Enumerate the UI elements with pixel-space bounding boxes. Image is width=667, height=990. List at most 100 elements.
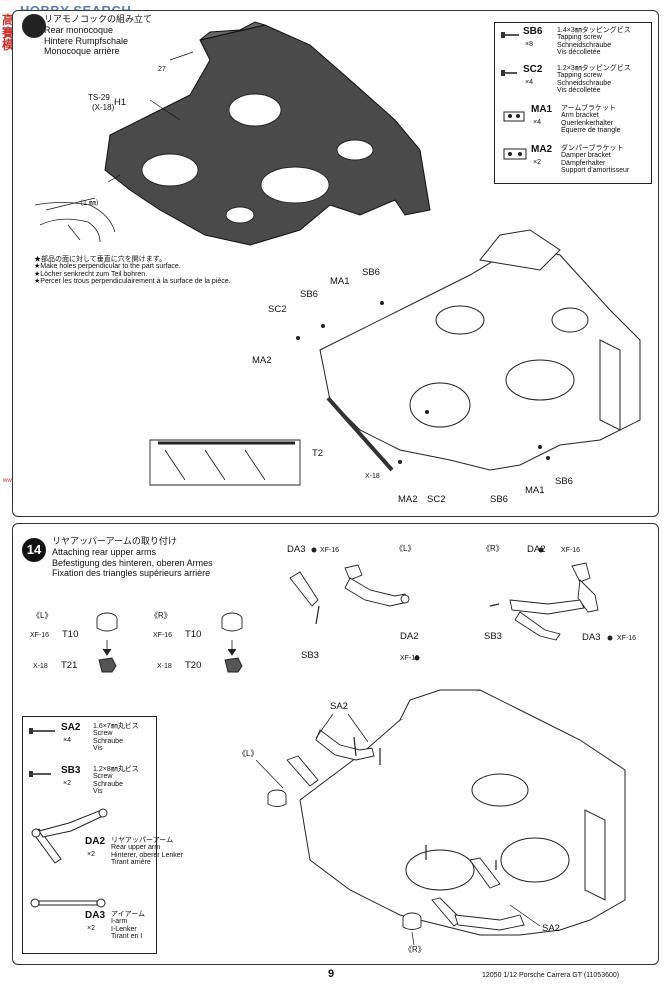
desc-line: Screw — [93, 773, 113, 781]
part-callout-t10: T10 — [62, 629, 79, 640]
damper-bracket-icon — [503, 148, 527, 160]
part-callout-ma2: MA2 — [252, 355, 272, 366]
step-13-illustration — [34, 21, 641, 486]
desc-line: Tirant en I — [111, 933, 143, 941]
screw-icon — [29, 771, 51, 777]
step-14-parts-box: SA2 ×4 1.6×7㎜丸ビス Screw Schraube Vis SB3 … — [22, 716, 183, 954]
step-14-title: リヤアッパーアームの取り付け Attaching rear upper arms… — [52, 536, 213, 579]
desc-line: Support d'amortisseur — [561, 167, 630, 175]
desc-line: Vis décolletée — [557, 87, 601, 95]
title-line: Attaching rear upper arms — [52, 546, 157, 557]
part-qty: ×2 — [87, 851, 95, 858]
painted-monocoque — [104, 21, 431, 246]
part-qty: ×4 — [533, 119, 541, 126]
part-qty: ×2 — [87, 925, 95, 932]
step-14-number-badge: 14 — [22, 538, 46, 562]
paint-callout: XF-16 — [153, 632, 173, 639]
part-callout-sc2: SC2 — [268, 304, 287, 315]
part-code: SA2 — [61, 722, 81, 733]
paint-callout: XF-16 — [617, 635, 637, 642]
part-qty: ×4 — [63, 737, 71, 744]
part-desc: 1.2×8㎜丸ビス Screw Schraube Vis — [93, 766, 139, 795]
part-qty: ×2 — [533, 159, 541, 166]
part-qty: ×2 — [63, 780, 71, 787]
title-line: Hintere Rumpfschale — [44, 35, 129, 46]
tapping-screw-icon — [501, 70, 517, 76]
side-mark-left: 《L》 — [238, 749, 259, 758]
part-code: SB3 — [61, 765, 81, 776]
desc-line: Hinterer, oberer Lenker — [111, 851, 183, 859]
part-callout-da3: DA3 — [582, 632, 601, 643]
page-number: 9 — [328, 968, 335, 980]
part-desc: 1.2×3㎜タッピングビス Tapping screw Schneidschra… — [557, 65, 631, 94]
upper-arm-right — [509, 562, 599, 641]
part-callout-sa2: SA2 — [542, 923, 560, 934]
desc-line: 1.2×8㎜丸ビス — [93, 766, 139, 773]
part-desc: アイアーム I-arm I-Lenker Tirant en I — [111, 911, 145, 940]
watermark-char: 賽 — [2, 25, 15, 40]
desc-line: Rear upper arm — [111, 844, 161, 852]
part-callout-ma2: MA2 — [398, 494, 418, 505]
title-line: Monocoque arrière — [44, 46, 120, 57]
desc-line: Tapping screw — [557, 34, 602, 42]
desc-line: Tirant arrière — [111, 859, 151, 867]
desc-line: Screw — [93, 730, 113, 738]
step-13-parts-box: SB6 ×8 1.4×3㎜タッピングビス Tapping screw Schne… — [494, 22, 652, 184]
part-qty: ×4 — [525, 79, 533, 86]
desc-line: 1.6×7㎜丸ビス — [93, 723, 139, 730]
note-line: ★部品の面に対して垂直に穴を開けます。 — [34, 256, 167, 263]
part-callout-sb3: SB3 — [301, 650, 319, 661]
desc-line: 1.2×3㎜タッピングビス — [557, 65, 631, 72]
part-code: DA3 — [85, 910, 106, 921]
side-mark-left: 《L》 — [32, 611, 53, 620]
part-callout-t2: T2 — [312, 448, 324, 459]
paint-callout: XF-16 — [400, 655, 420, 662]
desc-line: Querlenkerhalter — [561, 119, 614, 127]
part-callout-sb6: SB6 — [490, 494, 508, 505]
paint-callout: X-18 — [33, 663, 48, 670]
title-line: Fixation des triangles supérieurs arrièr… — [52, 568, 211, 579]
part-code: MA1 — [531, 104, 553, 115]
title-line: リヤアッパーアームの取り付け — [52, 536, 177, 546]
part-code: SC2 — [523, 64, 543, 75]
paint-callout: TS-29 — [88, 93, 110, 102]
part-qty: ×8 — [525, 41, 533, 48]
drill-notes: ★部品の面に対して垂直に穴を開けます。 ★Make holes perpendi… — [34, 256, 231, 285]
product-footer: 12050 1/12 Porsche Carrera GT (11053600) — [482, 972, 620, 979]
desc-line: アームブラケット — [561, 105, 616, 112]
tapping-screw-icon — [501, 32, 519, 38]
part-callout-ma1: MA1 — [330, 276, 350, 287]
part-callout-27: 27 — [158, 66, 166, 73]
note-line: ★Löcher senkrecht zum Teil bohren. — [34, 270, 148, 278]
desc-line: Schraube — [93, 737, 123, 745]
step-14-monocoque — [299, 689, 626, 936]
side-mark-right: 《R》 — [404, 945, 426, 954]
note-line: ★Percer les trous perpendiculairement à … — [34, 278, 231, 286]
side-mark-right: 《R》 — [482, 544, 504, 553]
desc-line: Vis — [93, 788, 103, 796]
upper-arm-icon — [31, 808, 108, 864]
desc-line: I-arm — [111, 918, 128, 926]
desc-line: Schneidschraube — [557, 79, 612, 87]
part-callout-ma1: MA1 — [525, 485, 545, 496]
part-callout-sb3: SB3 — [484, 631, 502, 642]
part-callout-da3: DA3 — [287, 544, 306, 555]
drill-detail — [34, 202, 116, 243]
part-desc: ダンパーブラケット Damper bracket Dämpferhalter S… — [561, 145, 629, 174]
desc-line: Schneidschraube — [557, 41, 612, 49]
paint-callout: (X-18) — [92, 103, 115, 112]
part-callout-t10: T10 — [185, 629, 202, 640]
part-callout-da2: DA2 — [400, 631, 419, 642]
rear-view-detail — [149, 439, 301, 486]
desc-line: 1.4×3㎜タッピングビス — [557, 27, 631, 34]
part-callout-sb6: SB6 — [300, 289, 318, 300]
desc-line: I-Lenker — [111, 925, 137, 933]
part-callout-sc2: SC2 — [427, 494, 446, 505]
i-arm-icon — [30, 898, 106, 908]
paint-callout: X-18 — [157, 663, 172, 670]
ball-joints — [96, 612, 243, 673]
part-callout-h1: H1 — [114, 97, 127, 108]
watermark-char: 高 — [2, 13, 15, 27]
desc-line: Tapping screw — [557, 72, 602, 80]
